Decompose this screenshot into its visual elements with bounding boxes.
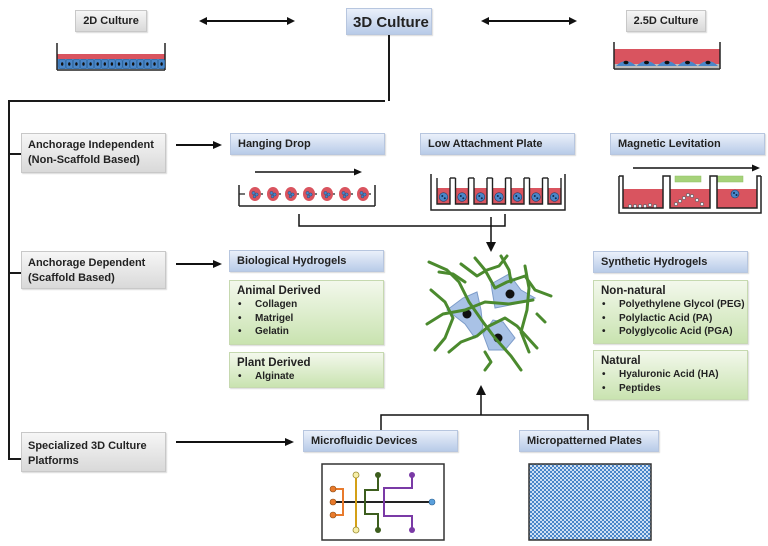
- micropatterned-plate-illustration: [528, 463, 652, 541]
- category-line1: Anchorage Dependent: [28, 257, 146, 269]
- double-arrow-right: [481, 17, 577, 25]
- microfluidic-chip-illustration: [321, 463, 445, 541]
- arrow-to-hanging-drop: [176, 141, 222, 149]
- 3d-scaffold-cells-illustration: [425, 254, 553, 372]
- natural-box: Natural Hyaluronic Acid (HA) Peptides: [593, 350, 748, 400]
- category-line1: Specialized 3D Culture: [28, 440, 147, 452]
- list-item: Collagen: [237, 298, 383, 312]
- platform-micropatterned-plates: Micropatterned Plates: [519, 430, 659, 452]
- 2-5d-culture-label: 2.5D Culture: [626, 10, 706, 32]
- connector-main-horizontal-right: [382, 100, 385, 102]
- category-line2: Platforms: [28, 455, 79, 467]
- arrow-to-biological-hydrogels: [176, 260, 222, 268]
- list-item: Polyethylene Glycol (PEG): [601, 298, 747, 312]
- synthetic-hydrogels-header: Synthetic Hydrogels: [593, 251, 748, 273]
- category-anchorage-independent: Anchorage Independent (Non-Scaffold Base…: [21, 133, 166, 173]
- list-item: Gelatin: [237, 325, 383, 339]
- category-line2: (Non-Scaffold Based): [28, 154, 140, 166]
- hanging-drop-illustration: [238, 168, 376, 207]
- magnetic-levitation-illustration: [618, 164, 762, 214]
- category-anchorage-dependent: Anchorage Dependent (Scaffold Based): [21, 251, 166, 289]
- list-item: Hyaluronic Acid (HA): [601, 368, 747, 382]
- connector-3d-down: [388, 35, 390, 101]
- method-low-attachment-plate: Low Attachment Plate: [420, 133, 575, 155]
- platforms-merge-connector: [380, 385, 589, 433]
- list-item: Peptides: [601, 382, 747, 396]
- non-scaffold-merge-connector: [298, 214, 506, 252]
- group-heading: Plant Derived: [237, 357, 311, 369]
- group-heading: Animal Derived: [237, 285, 321, 297]
- method-magnetic-levitation: Magnetic Levitation: [610, 133, 765, 155]
- animal-derived-box: Animal Derived Collagen Matrigel Gelatin: [229, 280, 384, 345]
- arrow-to-microfluidic-devices: [176, 438, 294, 446]
- 2-5d-culture-dish-icon: [613, 42, 721, 70]
- list-item: Alginate: [237, 370, 383, 384]
- list-item: Matrigel: [237, 312, 383, 326]
- magnet-icon: [674, 175, 702, 183]
- connector-branch-2: [8, 272, 21, 274]
- 3d-culture-title: 3D Culture: [346, 8, 432, 35]
- double-arrow-left: [199, 17, 295, 25]
- group-heading: Non-natural: [601, 285, 666, 297]
- 2d-culture-dish-icon: [56, 43, 166, 71]
- list-item: Polyglycolic Acid (PGA): [601, 325, 747, 339]
- low-attachment-plate-illustration: [430, 174, 566, 211]
- plant-derived-box: Plant Derived Alginate: [229, 352, 384, 388]
- category-line2: (Scaffold Based): [28, 272, 115, 284]
- platform-microfluidic-devices: Microfluidic Devices: [303, 430, 458, 452]
- magnet-icon: [716, 175, 744, 183]
- biological-hydrogels-header: Biological Hydrogels: [229, 250, 384, 272]
- group-heading: Natural: [601, 355, 641, 367]
- connector-branch-1: [8, 153, 21, 155]
- category-line1: Anchorage Independent: [28, 139, 154, 151]
- 2d-culture-label: 2D Culture: [75, 10, 147, 32]
- non-natural-box: Non-natural Polyethylene Glycol (PEG) Po…: [593, 280, 748, 344]
- connector-main-vertical: [8, 100, 10, 460]
- connector-main-horizontal: [8, 100, 382, 102]
- connector-branch-3: [8, 458, 21, 460]
- list-item: Polylactic Acid (PA): [601, 312, 747, 326]
- method-hanging-drop: Hanging Drop: [230, 133, 385, 155]
- category-specialized-platforms: Specialized 3D Culture Platforms: [21, 432, 166, 472]
